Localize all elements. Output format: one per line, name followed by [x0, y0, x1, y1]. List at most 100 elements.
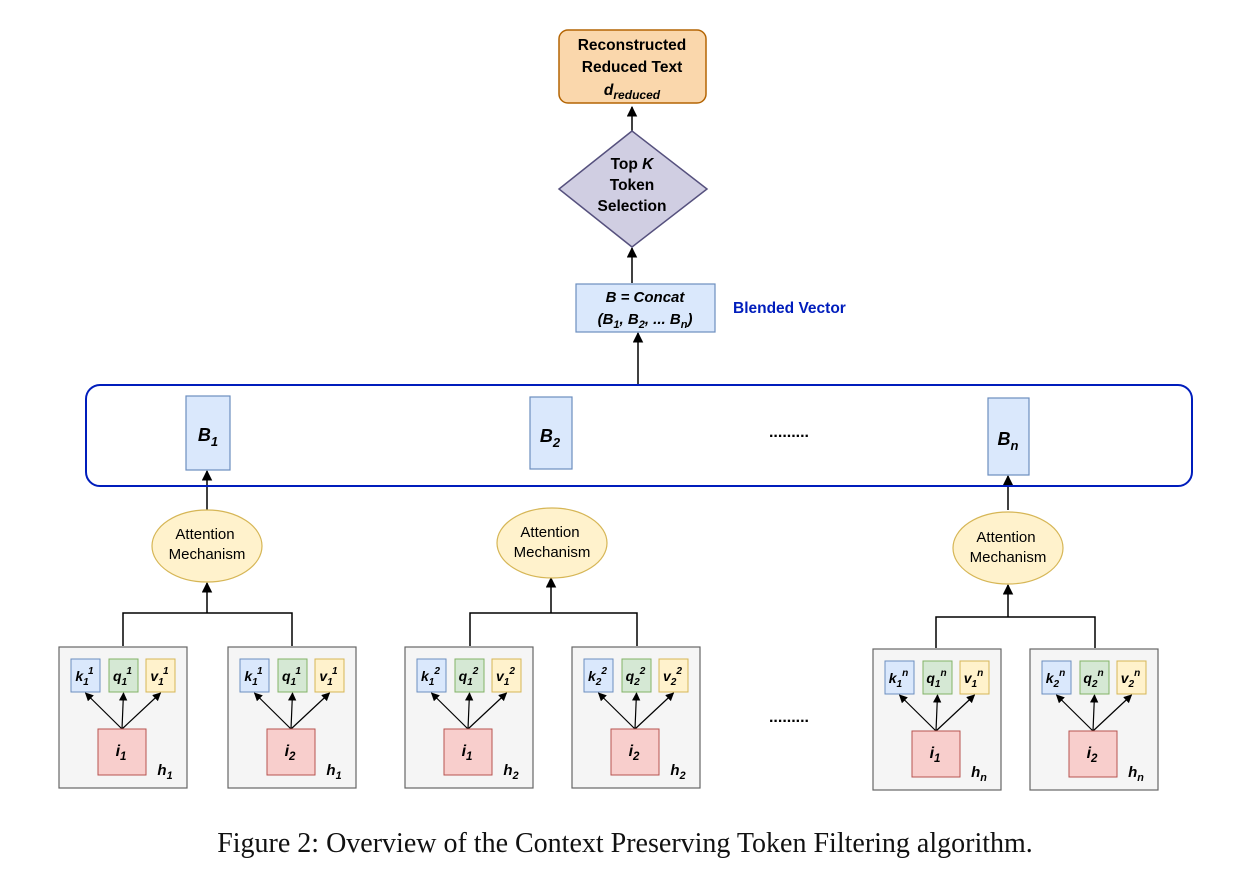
output-line2: Reduced Text — [582, 59, 683, 76]
input-token-box — [1068, 730, 1118, 778]
arrow-to-query — [287, 692, 297, 730]
output-symbol: dreduced — [604, 82, 661, 102]
attention-2-line1: Attention — [520, 524, 579, 541]
output-node: Reconstructed Reduced Text dreduced — [558, 29, 707, 104]
key-label: k22 — [588, 666, 607, 688]
concat-line2: (B1, B2, ... Bn) — [598, 311, 693, 331]
head-label: hn — [1128, 764, 1144, 784]
head-label: h1 — [157, 762, 172, 782]
key-label: k11 — [75, 666, 94, 688]
key-box — [583, 658, 614, 693]
attention-n-line1: Attention — [976, 529, 1035, 546]
value-label: v12 — [496, 666, 515, 688]
merge-line-n — [935, 616, 1096, 648]
value-box — [491, 658, 522, 693]
key-box — [239, 658, 270, 693]
arrow-to-value — [634, 692, 675, 730]
input-token-label: i1 — [462, 743, 473, 763]
head-output-b2: B2 — [529, 396, 573, 470]
key-box — [1041, 660, 1072, 695]
input-token-label: i2 — [285, 743, 296, 763]
head-output-b1: B1 — [185, 395, 231, 471]
query-box — [621, 658, 652, 693]
merge-line-2 — [469, 612, 638, 646]
input-token-label: i2 — [1087, 745, 1098, 765]
key-box — [70, 658, 101, 693]
value-box — [658, 658, 689, 693]
attention-n-ellipse — [952, 511, 1064, 585]
output-box — [558, 29, 707, 104]
attention-n-line2: Mechanism — [970, 549, 1047, 566]
key-label: k2n — [1046, 668, 1066, 690]
value-label: v22 — [663, 666, 682, 688]
attention-2: Attention Mechanism — [496, 507, 608, 579]
arrow-to-query — [1089, 694, 1099, 732]
arrow-to-key — [898, 694, 937, 732]
arrow-to-query — [631, 692, 641, 730]
arrow-to-key — [84, 692, 123, 730]
attention-1-ellipse — [151, 509, 263, 583]
query-box — [108, 658, 139, 693]
query-label: q22 — [626, 666, 646, 688]
head-output-bn: Bn — [987, 397, 1030, 476]
value-label: v2n — [1121, 668, 1141, 690]
value-box — [1116, 660, 1147, 695]
attention-2-line2: Mechanism — [514, 544, 591, 561]
concat-line1: B = Concat — [606, 289, 686, 306]
input-token-box — [266, 728, 316, 776]
arrow-to-query — [118, 692, 128, 730]
arrow-to-value — [467, 692, 508, 730]
b2-box — [529, 396, 573, 470]
output-line1: Reconstructed — [578, 37, 687, 54]
query-box — [922, 660, 953, 695]
head-label: h2 — [670, 762, 685, 782]
attention-n: Attention Mechanism — [952, 511, 1064, 585]
ellipsis-tokens: ......... — [769, 709, 809, 726]
b1-box — [185, 395, 231, 471]
arrow-to-key — [253, 692, 292, 730]
merge-line-1 — [122, 612, 293, 646]
arrow-to-query — [932, 694, 942, 732]
value-label: v11 — [150, 666, 169, 688]
arrow-to-key — [597, 692, 636, 730]
value-box — [145, 658, 176, 693]
query-box — [1079, 660, 1110, 695]
b1-label: B1 — [198, 425, 218, 449]
blended-panel — [85, 384, 1193, 487]
query-label: q11 — [113, 666, 132, 688]
head-label: h1 — [326, 762, 341, 782]
input-token-box — [97, 728, 147, 776]
input-token-label: i2 — [629, 743, 640, 763]
figure-caption: Figure 2: Overview of the Context Preser… — [217, 828, 1033, 859]
topk-line1: Top K — [611, 156, 656, 173]
input-token-box — [443, 728, 493, 776]
input-token-label: i1 — [930, 745, 941, 765]
concat-box — [575, 283, 716, 333]
attention-1-line1: Attention — [175, 526, 234, 543]
arrow-to-value — [290, 692, 331, 730]
concat-node: B = Concat (B1, B2, ... Bn) — [575, 283, 716, 333]
arrow-to-query — [464, 692, 474, 730]
blended-vector-label: Blended Vector — [733, 300, 846, 317]
arrow-to-value — [1092, 694, 1133, 732]
query-box — [454, 658, 485, 693]
arrow-to-value — [121, 692, 162, 730]
attention-1: Attention Mechanism — [151, 509, 263, 583]
bn-label: Bn — [998, 429, 1019, 453]
value-box — [314, 658, 345, 693]
key-box — [416, 658, 447, 693]
key-label: k1n — [889, 668, 909, 690]
ellipsis-panel: ......... — [769, 424, 809, 441]
query-label: q1n — [926, 668, 946, 690]
token-box-4: k22 q22 v22 i2 h2 — [571, 646, 701, 789]
query-label: q11 — [282, 666, 301, 688]
input-token-box — [610, 728, 660, 776]
topk-line2: Token — [610, 177, 655, 194]
arrow-to-value — [935, 694, 976, 732]
topk-node: Top K Token Selection — [557, 130, 709, 248]
input-token-label: i1 — [116, 743, 127, 763]
